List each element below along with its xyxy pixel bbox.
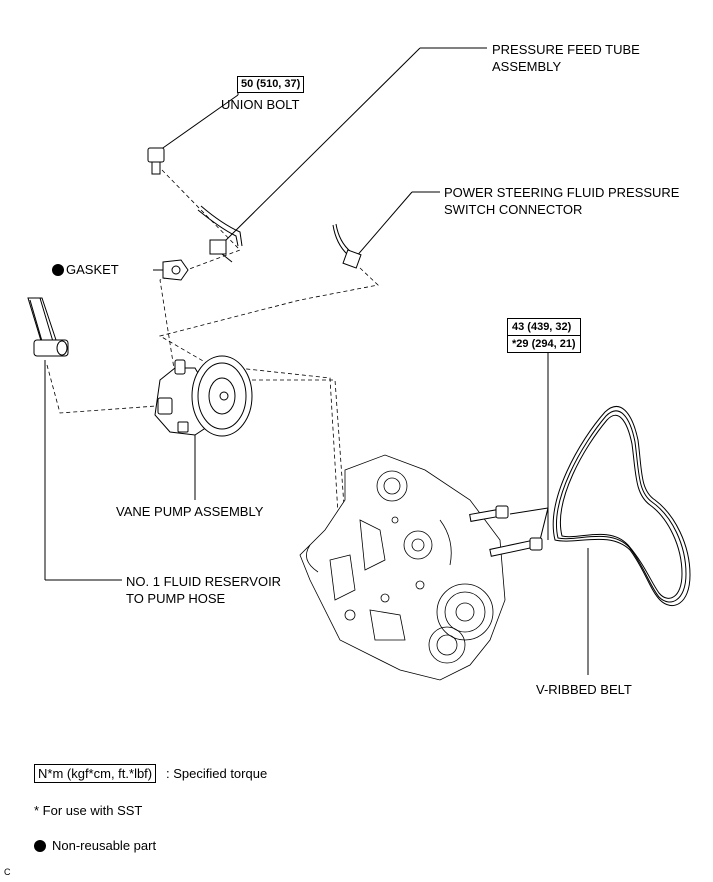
engine-block-part	[299, 454, 506, 681]
bolt-torque-value: 43 (439, 32)	[512, 321, 572, 333]
leader-ps-switch-diag	[354, 191, 413, 259]
vane-pump-part	[154, 355, 253, 437]
corner-code: C	[4, 867, 11, 877]
legend-torque-unit-box: N*m (kgf*cm, ft.*lbf)	[34, 764, 157, 783]
dashed-path-hose	[46, 364, 171, 414]
pressure-feed-tube-part	[197, 205, 243, 263]
leader-pressure-feed-tube-diag	[217, 47, 421, 249]
ps-switch-connector-part	[332, 223, 362, 269]
label-pressure-feed-tube-line1: PRESSURE FEED TUBE	[492, 42, 640, 57]
dashed-path-connector	[158, 267, 379, 601]
v-ribbed-belt-part	[552, 406, 691, 607]
leader-bolt-torque-h1	[509, 507, 549, 515]
label-pressure-feed-tube-line2: ASSEMBLY	[492, 59, 562, 74]
label-gasket: GASKET	[66, 262, 119, 277]
pump-bolts-part	[469, 505, 543, 557]
label-ps-switch-line2: SWITCH CONNECTOR	[444, 202, 583, 217]
legend-torque-description: : Specified torque	[166, 766, 268, 781]
leader-union-bolt	[159, 94, 239, 151]
union-bolt-torque-box: 50 (510, 37)	[237, 76, 305, 93]
label-reservoir-hose-line1: NO. 1 FLUID RESERVOIR	[126, 574, 282, 589]
label-ps-switch-line1: POWER STEERING FLUID PRESSURE	[444, 185, 680, 200]
bolt-torque-box: 43 (439, 32) *29 (294, 21)	[507, 318, 581, 353]
label-union-bolt: UNION BOLT	[221, 97, 300, 112]
dashed-path-bolt	[159, 169, 241, 376]
bolt-torque-sst-value: *29 (294, 21)	[508, 335, 580, 352]
label-v-ribbed-belt: V-RIBBED BELT	[536, 682, 632, 697]
dashed-path-pump-engine	[245, 379, 351, 591]
legend-non-reusable-icon	[34, 840, 46, 852]
gasket-part	[162, 259, 189, 281]
label-reservoir-hose-line2: TO PUMP HOSE	[126, 591, 226, 606]
leader-bolt-torque-h2	[539, 507, 549, 541]
reservoir-hose-part	[27, 297, 69, 357]
union-bolt-part	[147, 147, 165, 175]
label-vane-pump: VANE PUMP ASSEMBLY	[116, 504, 264, 519]
legend-non-reusable-text: Non-reusable part	[52, 838, 157, 853]
legend-sst-note: * For use with SST	[34, 803, 143, 818]
non-reusable-marker-icon	[52, 264, 64, 276]
